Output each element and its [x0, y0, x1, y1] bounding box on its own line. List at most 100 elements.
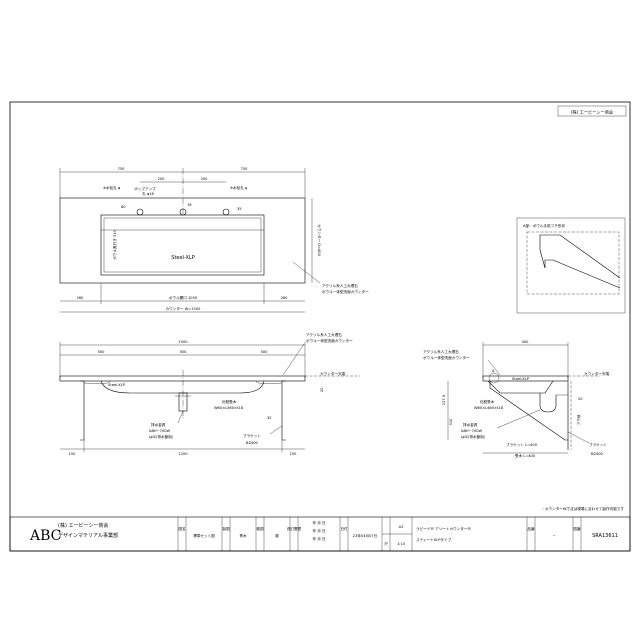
bowl-label-top: Steel-XLP — [171, 255, 194, 261]
date-label: 日付 — [340, 526, 348, 531]
drawn-value: 青木 — [239, 533, 247, 538]
side-counter-top: カウンター天端 — [584, 371, 610, 376]
side-pipe-label: ア下地 — [576, 414, 581, 425]
bracket-side — [489, 381, 568, 441]
front-material-1: アクリル系人工大理石 — [306, 332, 342, 337]
counter-width: カウンター W=1500 — [166, 306, 202, 311]
bowl-label-side: Steel-XLP — [512, 377, 530, 381]
front-dim-32: 32 — [267, 416, 272, 420]
top-material-2: ボウル一体型洗面カウンター — [322, 289, 369, 294]
side-view: 400 アクリル系人工大理石 ボウル一体型洗面カウンター カウンター天端 A S… — [423, 340, 610, 458]
faucet-hole-left-mark — [136, 208, 144, 216]
front-dim-1200: 1200 — [178, 452, 188, 456]
top-dim-260-right: 260 — [281, 296, 289, 300]
side-mark-a: A — [492, 369, 495, 373]
side-drain-3: (φ32排水管用) — [461, 434, 486, 439]
side-material-2: ボウル一体型洗面カウンター — [423, 355, 470, 360]
front-dim-500-b: 500 — [180, 350, 188, 354]
date-placeholder-2: 年 月 日 — [312, 528, 325, 533]
top-dim-200-a: 200 — [158, 177, 166, 181]
bowl-outline-top — [100, 214, 265, 276]
bowl-label-front: Steel-XLP — [108, 383, 126, 387]
product-line-2: スティートXLPタイプ — [416, 537, 452, 542]
front-drain-3: (φ32排水管用) — [149, 434, 174, 439]
front-board-size: W60×L460×t18 — [214, 406, 244, 410]
date-placeholder-3: 年 月 日 — [312, 536, 325, 541]
side-dim-small: 20 — [578, 397, 583, 401]
front-bracket: ブラケット — [243, 433, 261, 438]
title-block: ABC (株) エービーシー商会 デザインマテリアル事業部 図名 標準セット図 … — [9, 516, 631, 552]
top-dim-260-left: 260 — [77, 296, 85, 300]
bowl-side — [487, 380, 554, 394]
top-view: 750 750 200 200 ポップアップ 孔 φ16 ※水栓孔 φ ※水栓孔… — [59, 167, 369, 313]
counter-depth: カウンター D=400 — [317, 224, 322, 256]
bowl-depth: ボウル奥行き 310 — [112, 230, 117, 260]
side-dim-vertical-1: 217.5 — [442, 395, 446, 405]
scale-label: 尺 — [384, 542, 388, 546]
bowl-width: ボウル開口 1030 — [169, 295, 198, 300]
side-drain-2: ABH−700W — [461, 429, 482, 433]
front-view: 1500 500 500 500 アクリル系人工大理石 ボウル一体型洗面カウンタ… — [59, 332, 360, 456]
front-bracket-model: BZ400 — [246, 441, 259, 445]
top-dim-200-b: 200 — [201, 177, 209, 181]
revision-label: 改訂履歴 — [287, 526, 302, 531]
top-material-1: アクリル系人工大理石 — [322, 283, 358, 288]
title-company: (株) エービーシー商会 — [58, 522, 108, 529]
front-counter-top: カウンター天端 — [320, 371, 346, 376]
front-dim-150-left: 150 — [69, 452, 77, 456]
side-bracket-inner: ブラケット L=400 — [506, 442, 538, 447]
bracket-left-front — [80, 380, 85, 441]
front-board-label: 化粧受木 — [222, 399, 237, 404]
front-dim-500-a: 500 — [98, 350, 106, 354]
front-drain-2: ABH−700W — [149, 429, 170, 433]
title-department: デザインマテリアル事業部 — [58, 532, 118, 539]
side-drain-1: 排水金具 — [463, 422, 478, 427]
front-material-2: ボウル一体型洗面カウンター — [306, 338, 353, 343]
top-dim-35: 35 — [237, 207, 242, 211]
side-dim-400: 400 — [522, 340, 530, 344]
date-placeholder-1: 年 月 日 — [312, 520, 325, 525]
front-dim-20: 20 — [320, 387, 324, 392]
counter-slab-side — [482, 375, 569, 382]
note-text: ・カウンターW寸法は現場に合わせて製作可能です — [541, 506, 624, 511]
side-material-1: アクリル系人工大理石 — [423, 349, 459, 354]
top-dim-60: 60 — [121, 205, 126, 209]
faucet-hole-left: ※水栓孔 φ — [103, 185, 121, 190]
top-dim-76: 76 — [187, 203, 192, 207]
drawing-no-value: SRA13611 — [592, 533, 618, 539]
counter-outline-top — [59, 197, 306, 284]
name-label: 図名 — [178, 526, 186, 531]
company-tag-box: (株) エービーシー商会 — [557, 105, 627, 117]
pop-up-label: ポップアップ — [134, 186, 156, 191]
size-label: A3 — [399, 525, 404, 529]
faucet-hole-right: ※水栓孔 φ — [230, 185, 248, 190]
side-board-label: 化粧受木 — [480, 399, 495, 404]
check-label: 検図 — [256, 526, 264, 531]
detail-a: A部：ボウル手前フチ形状 — [516, 217, 626, 314]
faucet-hole-right-mark — [222, 208, 230, 216]
date-value: 23年04月07日 — [353, 533, 378, 538]
side-bracket-right: ブラケット — [589, 442, 607, 447]
name-value: 標準セット図 — [193, 533, 215, 538]
front-dim-total: 1500 — [178, 340, 188, 344]
popup-hole-mark — [179, 208, 187, 216]
check-value: 藤 — [275, 533, 279, 538]
front-dim-500-c: 500 — [261, 350, 269, 354]
sheet-frame — [9, 101, 631, 552]
scale-value: 1:10 — [397, 542, 406, 546]
side-board-size: W60×L460×t18 — [474, 406, 504, 410]
detail-a-title: A部：ボウル手前フチ形状 — [523, 223, 565, 228]
drawn-label: 製図 — [222, 526, 230, 531]
front-dim-150-right: 150 — [290, 452, 298, 456]
bracket-right-front — [281, 380, 286, 441]
bowl-front — [100, 380, 265, 394]
top-dim-right: 750 — [241, 167, 249, 171]
top-dim-left: 750 — [118, 167, 126, 171]
pop-up-sub: 孔 φ16 — [142, 191, 154, 196]
item-value: − — [552, 534, 555, 538]
side-dim-vertical-2: 310 — [449, 418, 453, 426]
side-bracket-model: BZ400 — [591, 452, 604, 456]
item-label: 品番 — [527, 526, 535, 531]
